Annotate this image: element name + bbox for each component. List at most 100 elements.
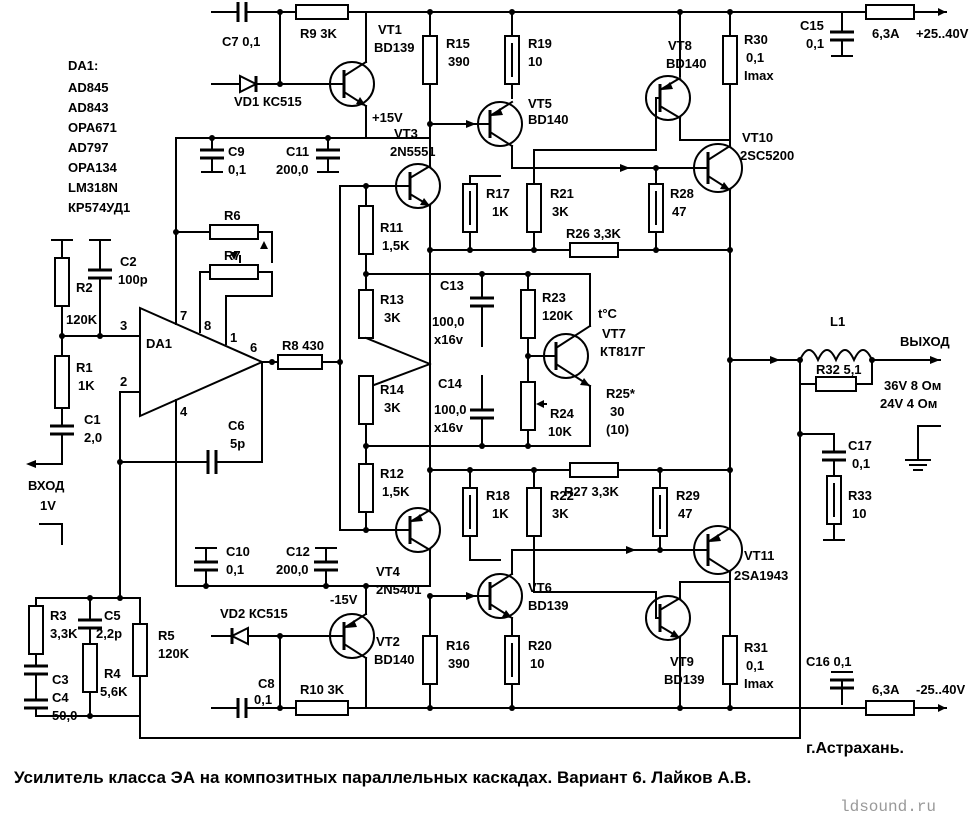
city-label: г.Астрахань.	[806, 740, 904, 757]
resistor-r26	[427, 242, 733, 258]
resistor-r23	[520, 271, 536, 357]
label-parts-r23: R23	[542, 290, 566, 305]
plus15-rail	[173, 135, 367, 313]
label-parts-c2: C2	[120, 254, 137, 269]
label-parts-r23_v: 120K	[542, 308, 574, 323]
label-parts-vt9_t: BD139	[664, 672, 704, 687]
label-parts-r22_v: 3K	[552, 506, 569, 521]
transistor-vt6	[427, 546, 637, 637]
label-parts-c15: C15	[800, 18, 824, 33]
resistor-r30	[722, 9, 738, 141]
label-parts-r27: R27 3,3K	[564, 484, 620, 499]
capacitor-c15	[830, 11, 854, 57]
resistor-r29	[652, 469, 668, 551]
label-parts-c8_v: 0,1	[254, 692, 272, 707]
label-io-load_36: 36V 8 Ом	[884, 378, 941, 393]
label-parts-r25_v: 30	[610, 404, 624, 419]
label-parts-r7: R7	[224, 248, 241, 263]
label-parts-r12_v: 1,5K	[382, 484, 410, 499]
label-opamp-options-4: OPA134	[68, 160, 118, 175]
resistor-r13	[358, 271, 591, 366]
resistor-r24	[520, 355, 547, 447]
label-parts-vt11_t: 2SA1943	[734, 568, 788, 583]
label-parts-r14: R14	[380, 382, 405, 397]
label-parts-c6_v: 5p	[230, 436, 245, 451]
label-parts-r30: R30	[744, 32, 768, 47]
label-parts-r18_v: 1K	[492, 506, 509, 521]
label-opamp-options-5: LM318N	[68, 180, 118, 195]
label-parts-c2_v: 100p	[118, 272, 148, 287]
label-parts-vt11: VT11	[744, 548, 774, 563]
pin-8: 8	[204, 318, 211, 333]
label-parts-r21: R21	[550, 186, 574, 201]
label-parts-vt8_t: BD140	[666, 56, 706, 71]
label-parts-r12: R12	[380, 466, 404, 481]
transistor-vt1	[329, 11, 375, 139]
label-parts-vt10: VT10	[742, 130, 773, 145]
label-parts-r8: R8 430	[282, 338, 324, 353]
capacitor-c1	[26, 424, 74, 468]
opamp-option-list: AD845 AD843 OPA671 AD797 OPA134 LM318N К…	[68, 80, 130, 215]
transistor-vt9	[645, 581, 691, 711]
label-io-rail_pos: +15V	[372, 110, 403, 125]
label-parts-r2_v: 120K	[66, 312, 98, 327]
capacitor-c14	[470, 375, 494, 447]
transistor-vt3	[339, 137, 441, 251]
label-io-supply_neg: -25..40V	[916, 682, 965, 697]
label-parts-r17_v: 1K	[492, 204, 509, 219]
label-parts-r31: R31	[744, 640, 768, 655]
label-parts-vt9: VT9	[670, 654, 694, 669]
label-parts-vt4: VT4	[376, 564, 401, 579]
label-parts-r2: R2	[76, 280, 93, 295]
label-parts-c10_v: 0,1	[226, 562, 244, 577]
label-parts-r20: R20	[528, 638, 552, 653]
output-network	[727, 349, 941, 739]
label-parts-vt1: VT1	[378, 22, 402, 37]
capacitor-c6	[117, 361, 263, 599]
capacitor-c17	[822, 433, 846, 477]
label-parts-vt6_t: BD139	[528, 598, 568, 613]
label-opamp-options-6: КР574УД1	[68, 200, 130, 215]
label-io-load_24: 24V 4 Ом	[880, 396, 937, 411]
label-parts-vt8: VT8	[668, 38, 692, 53]
fuse-bottom	[865, 700, 915, 716]
label-parts-r25: R25*	[606, 386, 636, 401]
label-parts-c9: C9	[228, 144, 245, 159]
resistor-r16	[422, 595, 438, 711]
label-parts-c7: C7 0,1	[222, 34, 260, 49]
transistor-vt2	[329, 585, 375, 709]
label-parts-r30_v: 0,1	[746, 50, 764, 65]
label-parts-c9_v: 0,1	[228, 162, 246, 177]
resistor-r2	[51, 239, 73, 357]
resistor-r1	[54, 355, 70, 427]
label-parts-vd2: VD2 КС515	[220, 606, 288, 621]
label-parts-r28: R28	[670, 186, 694, 201]
label-parts-vt4_t: 2N5401	[376, 582, 422, 597]
label-parts-c10: C10	[226, 544, 250, 559]
label-parts-c15_v: 0,1	[806, 36, 824, 51]
label-parts-c34_v: 50,0	[52, 708, 77, 723]
input-level: 1V	[40, 498, 56, 513]
diagram-caption: Усилитель класса ЭА на композитных парал…	[14, 768, 752, 787]
label-parts-r26: R26 3,3K	[566, 226, 622, 241]
label-parts-r10: R10 3K	[300, 682, 345, 697]
pin-7: 7	[180, 308, 187, 323]
label-io-fuse: 6,3A	[872, 682, 900, 697]
site-watermark: ldsound.ru	[840, 798, 937, 816]
label-parts-r5_v: 120K	[158, 646, 190, 661]
label-parts-r29: R29	[676, 488, 700, 503]
resistor-r9	[295, 4, 349, 20]
label-parts-c12: C12	[286, 544, 310, 559]
resistor-r20	[504, 635, 520, 711]
label-parts-vt10_t: 2SC5200	[740, 148, 794, 163]
transistor-vt10	[629, 139, 743, 471]
label-parts-r29_v: 47	[678, 506, 692, 521]
resistor-r15	[422, 11, 438, 139]
label-parts-c5: C5	[104, 608, 121, 623]
label-parts-r24: R24	[550, 406, 575, 421]
transistor-vt5	[427, 100, 631, 172]
zener-vd1	[211, 9, 335, 94]
label-parts-c11: C11	[286, 144, 309, 159]
resistor-r8	[269, 354, 343, 370]
label-parts-vt6: VT6	[528, 580, 552, 595]
